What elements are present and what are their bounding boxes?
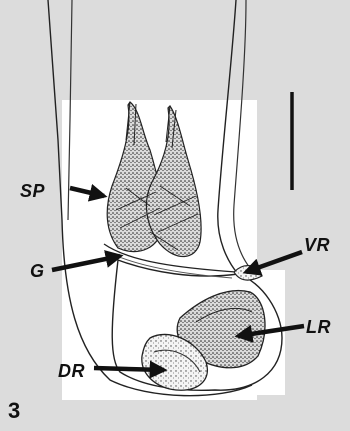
label-g: G <box>30 262 45 280</box>
label-dr: DR <box>58 362 85 380</box>
dr-arrow <box>94 368 164 370</box>
label-lr: LR <box>306 318 331 336</box>
figure-number: 3 <box>8 400 20 422</box>
label-sp: SP <box>20 182 45 200</box>
label-vr: VR <box>304 236 330 254</box>
